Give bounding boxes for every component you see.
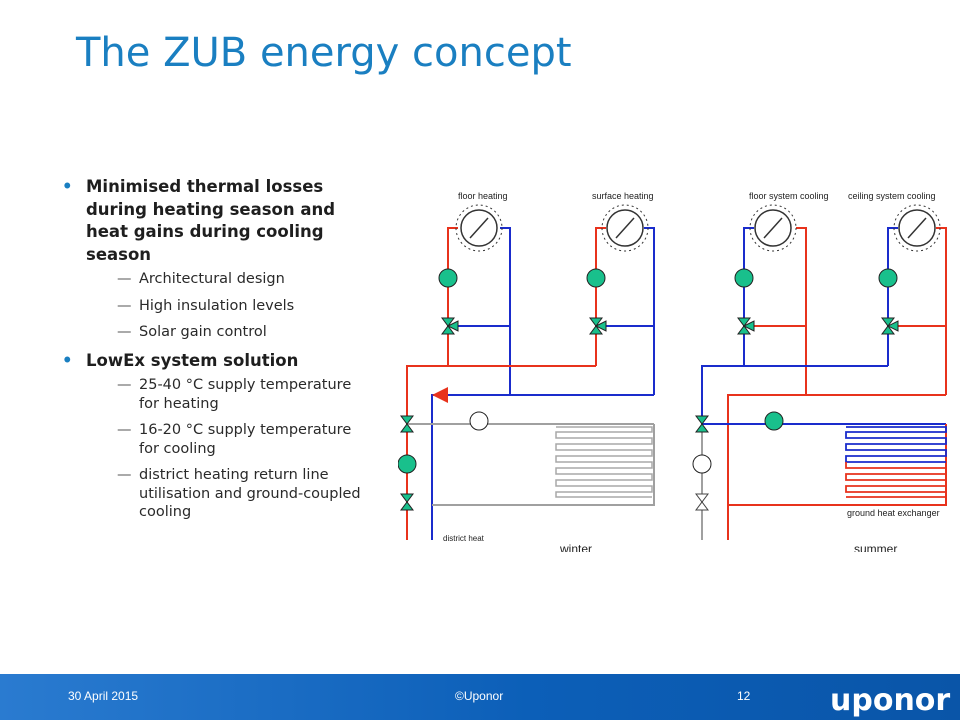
- label-floor-heating: floor heating: [458, 191, 508, 201]
- bullet-text: Minimised thermal losses during heating …: [86, 177, 336, 264]
- slide-title: The ZUB energy concept: [76, 30, 572, 76]
- return-header: [727, 394, 946, 540]
- footer-page-number: 12: [737, 689, 751, 703]
- label-floor-system-cooling: floor system cooling: [749, 191, 829, 201]
- supply-header: [406, 365, 596, 540]
- sub-bullet: — 25-40 °C supply temperature for heating: [60, 376, 370, 413]
- sub-bullet: — district heating return line utilisatio…: [60, 466, 370, 522]
- sub-bullet-text: 25-40 °C supply temperature for heating: [139, 377, 352, 412]
- bullet-dot: •: [62, 350, 73, 370]
- label-ceiling-system-cooling: ceiling system cooling: [848, 191, 936, 201]
- sub-bullet-list: — Architectural design — High insulation l…: [60, 270, 370, 342]
- dash-icon: —: [117, 467, 132, 483]
- dash-icon: —: [117, 297, 132, 314]
- label-district-heat: district heat: [443, 534, 485, 543]
- supply-pipe: [447, 227, 458, 366]
- bullet-text: LowEx system solution: [86, 350, 299, 370]
- bullet-list: • Minimised thermal losses during heatin…: [60, 176, 370, 530]
- sub-bullet-text: 16-20 °C supply temperature for cooling: [139, 422, 352, 457]
- zub-energy-diagram: floor heating surface heating district h…: [398, 191, 947, 552]
- return-pipe: [936, 227, 947, 395]
- sub-bullet-text: Architectural design: [139, 271, 285, 287]
- ground-pipe: [432, 424, 655, 506]
- label-surface-heating: surface heating: [592, 191, 654, 201]
- sub-bullet: — 16-20 °C supply temperature for cooling: [60, 421, 370, 458]
- dash-icon: —: [117, 422, 132, 438]
- emitter-floor-system-cooling: [749, 204, 797, 252]
- label-winter: winter: [559, 542, 592, 552]
- emitter-surface-heating: [601, 204, 649, 252]
- ground-coil-summer: [845, 426, 947, 498]
- uponor-logo: uponor: [830, 683, 951, 718]
- return-pipe: [796, 227, 807, 395]
- supply-pipe: [887, 227, 898, 366]
- sub-bullet: — Solar gain control: [60, 323, 370, 342]
- sub-bullet: — High insulation levels: [60, 297, 370, 316]
- sub-bullet: — Architectural design: [60, 270, 370, 289]
- supply-pipe: [743, 227, 754, 366]
- bullet-thermal-losses: • Minimised thermal losses during heatin…: [60, 176, 370, 266]
- label-ground-heat-exchanger: ground heat exchanger: [847, 508, 940, 518]
- sub-bullet-text: High insulation levels: [139, 297, 295, 314]
- valve-icon: [695, 317, 899, 433]
- valve-icon: [400, 317, 607, 511]
- footer-bar: [0, 674, 960, 720]
- bullet-lowex: • LowEx system solution: [60, 350, 370, 373]
- dash-icon: —: [117, 271, 132, 287]
- supply-header: [701, 365, 888, 395]
- footer-copyright: ©Uponor: [455, 689, 504, 703]
- sub-bullet-list: — 25-40 °C supply temperature for heating…: [60, 376, 370, 522]
- emitter-floor-heating: [455, 204, 503, 252]
- bullet-dot: •: [62, 177, 73, 196]
- dash-icon: —: [117, 324, 132, 340]
- footer-date: 30 April 2015: [68, 689, 139, 703]
- sub-bullet-text: Solar gain control: [139, 324, 267, 340]
- dash-icon: —: [117, 377, 132, 393]
- supply-pipe: [595, 227, 606, 366]
- ground-coil-winter: [555, 426, 653, 498]
- pump-icon: [398, 268, 606, 474]
- emitter-ceiling-system-cooling: [893, 204, 941, 252]
- pump-icon: [692, 268, 898, 474]
- sub-bullet-text: district heating return line utilisation…: [139, 467, 361, 520]
- return-pipe: [500, 227, 511, 395]
- valve-icon: [695, 493, 709, 511]
- return-pipe: [644, 227, 655, 395]
- label-summer: summer: [854, 542, 897, 552]
